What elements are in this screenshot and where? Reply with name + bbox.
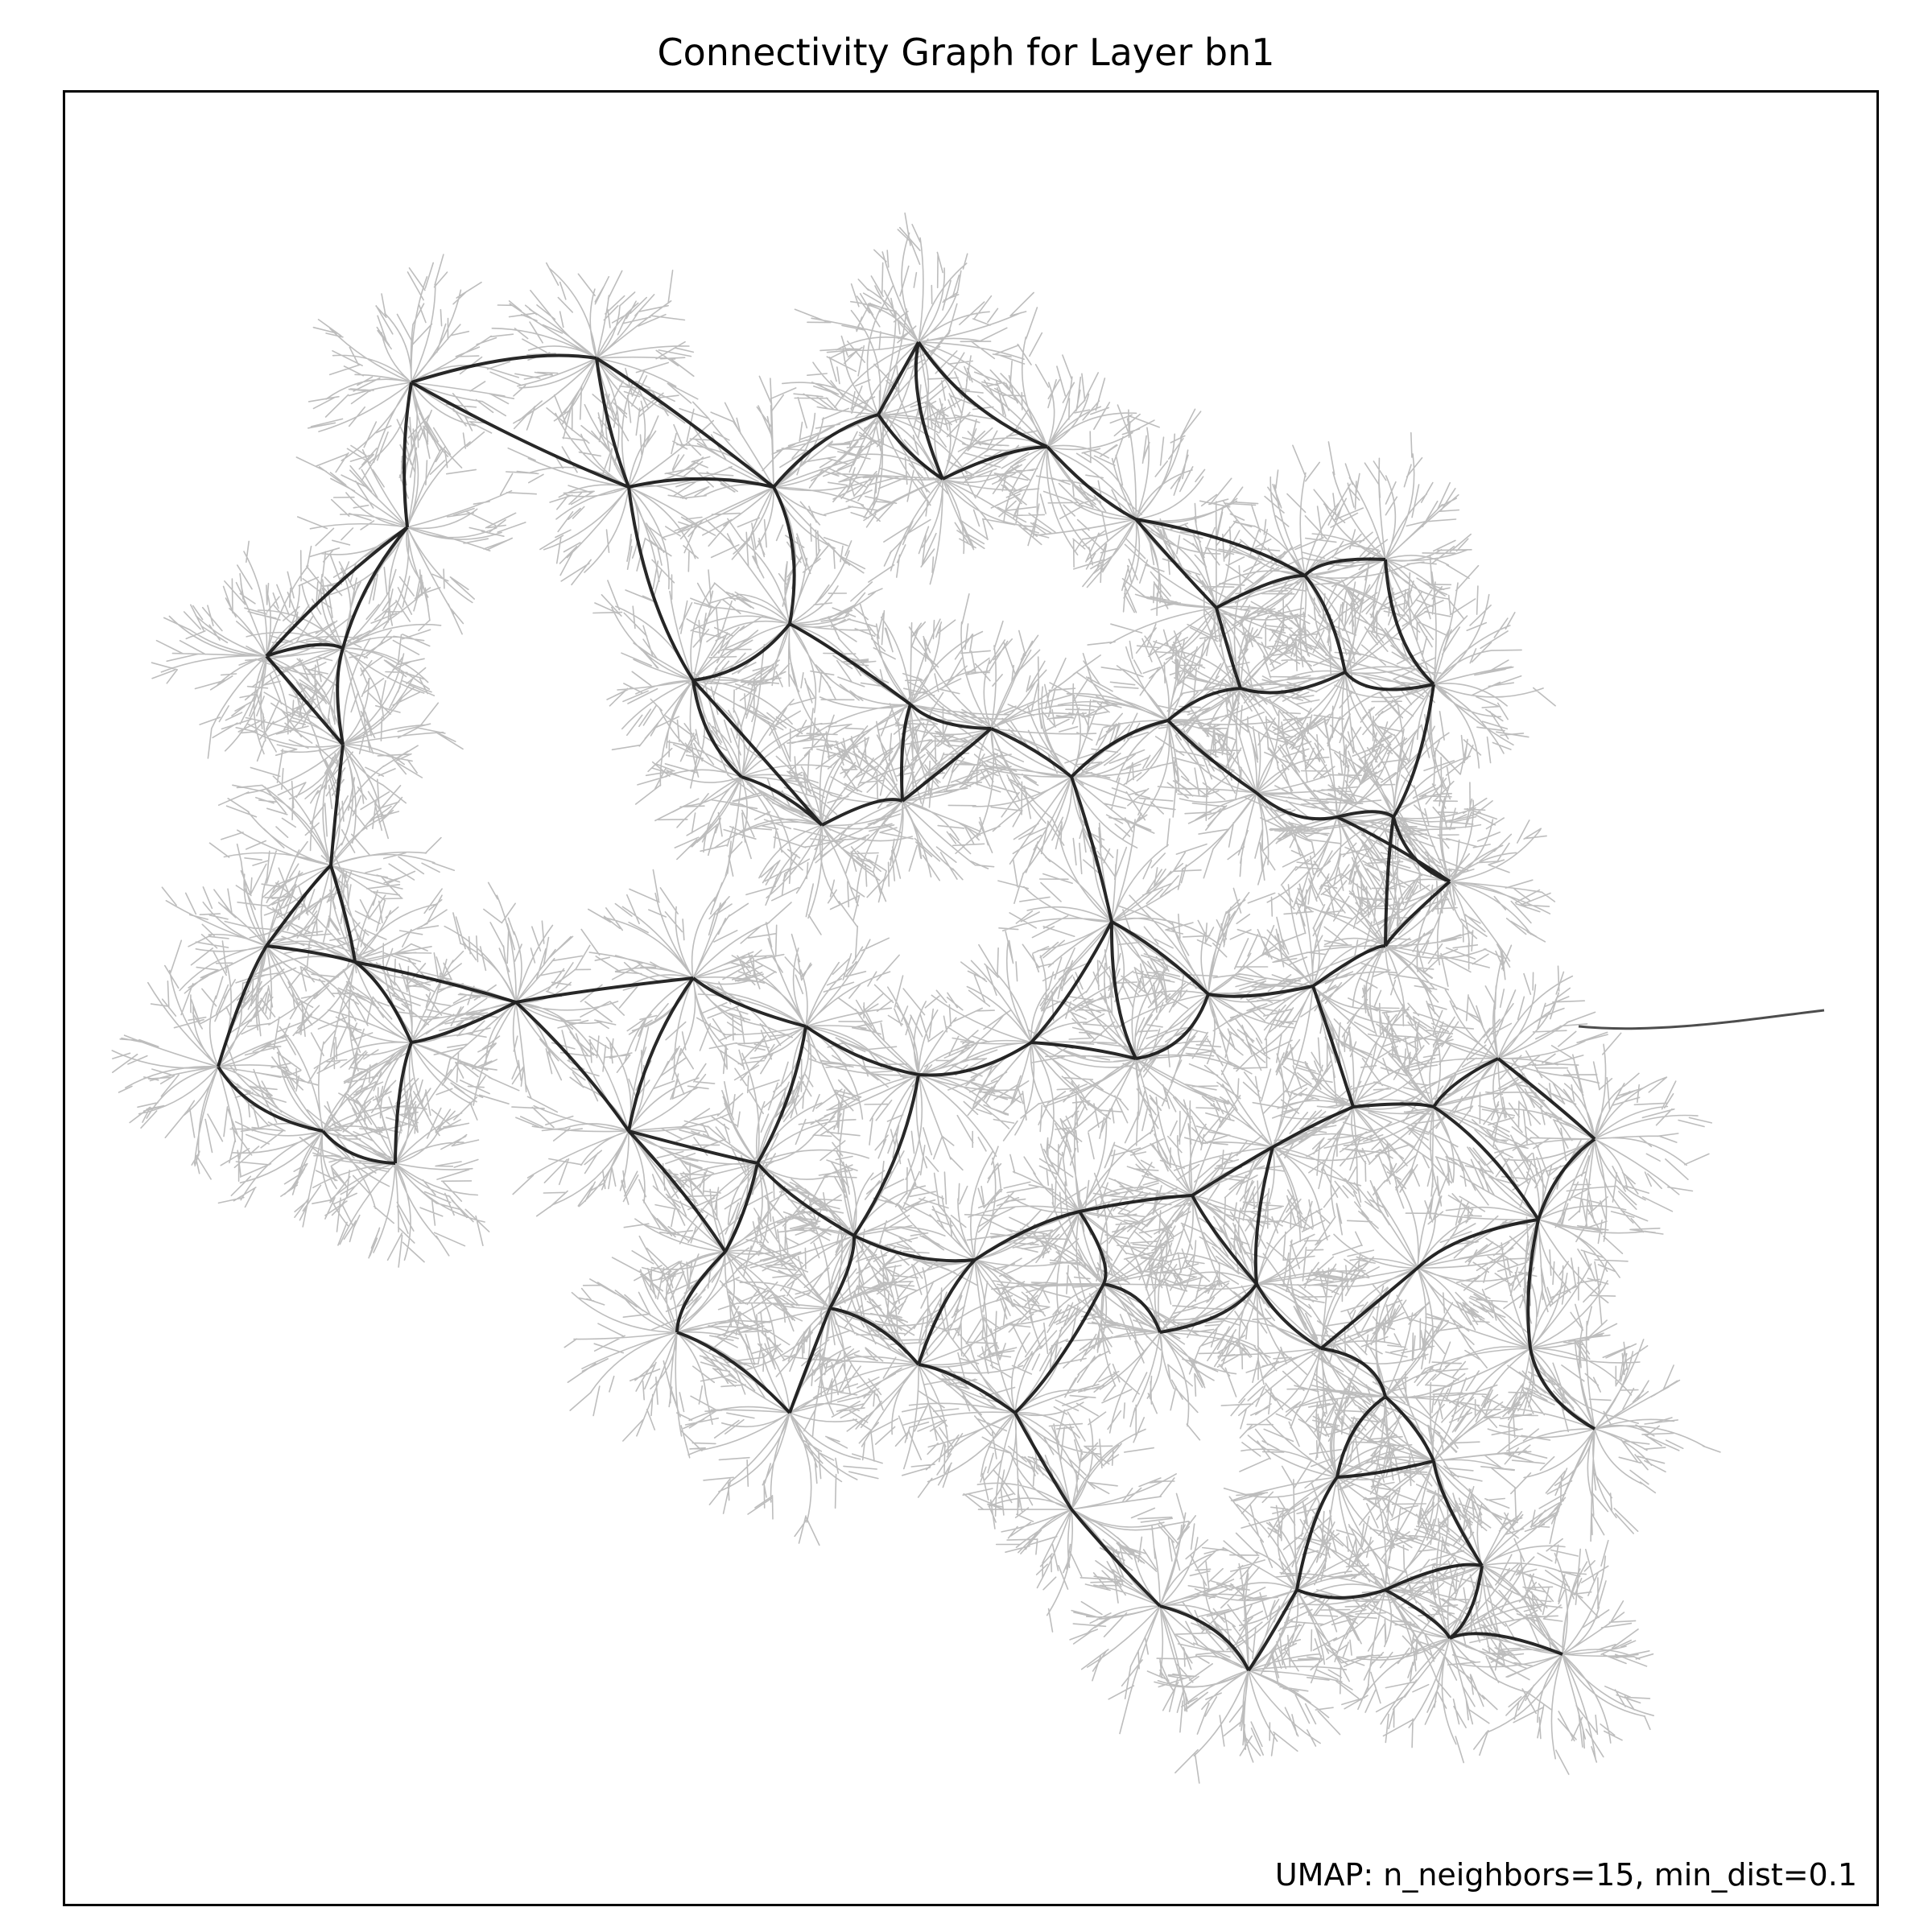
edge-bundle-fibers [111,213,1721,1784]
outlier-tail [1578,1009,1825,1030]
graph-edges [111,213,1721,1784]
connectivity-graph [111,213,1825,1784]
plot-frame: UMAP: n_neighbors=15, min_dist=0.1 [63,90,1879,1906]
graph-backbone [217,341,1596,1672]
umap-params-annotation: UMAP: n_neighbors=15, min_dist=0.1 [1274,1857,1857,1893]
edge-bundle-backbone [217,341,1596,1672]
figure-title: Connectivity Graph for Layer bn1 [657,31,1275,74]
